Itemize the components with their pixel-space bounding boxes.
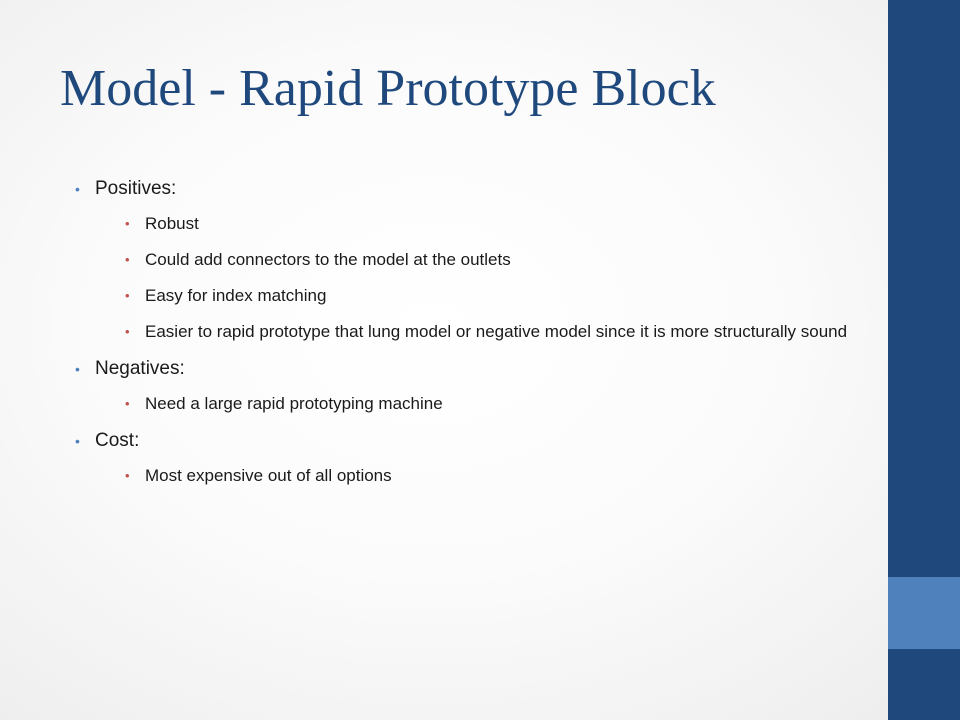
side-bar-dark-bottom-segment bbox=[888, 649, 960, 720]
bullet-heading-positives: Positives: bbox=[95, 178, 177, 199]
sub-bullet-index-matching: • Easy for index matching bbox=[125, 284, 865, 308]
side-bar-light-segment bbox=[888, 577, 960, 649]
sub-bullet-text: Most expensive out of all options bbox=[145, 466, 392, 485]
bullet-dot: • bbox=[75, 433, 80, 449]
side-bar-dark-segment bbox=[888, 0, 960, 577]
negatives-list: • Need a large rapid prototyping machine bbox=[95, 392, 865, 416]
bullet-negatives: • Negatives: • Need a large rapid protot… bbox=[75, 356, 865, 416]
sub-bullet-most-expensive: • Most expensive out of all options bbox=[125, 464, 865, 488]
positives-list: • Robust • Could add connectors to the m… bbox=[95, 212, 865, 344]
sub-bullet-robust: • Robust bbox=[125, 212, 865, 236]
bullet-dot: • bbox=[125, 216, 130, 231]
bullet-heading-negatives: Negatives: bbox=[95, 358, 185, 379]
sub-bullet-text: Easier to rapid prototype that lung mode… bbox=[145, 322, 848, 341]
sub-bullet-structurally-sound: • Easier to rapid prototype that lung mo… bbox=[125, 320, 865, 344]
bullet-dot: • bbox=[125, 396, 130, 411]
bullet-dot: • bbox=[125, 468, 130, 483]
bullet-positives: • Positives: • Robust • Could add connec… bbox=[75, 176, 865, 344]
bullet-heading-cost: Cost: bbox=[95, 430, 140, 451]
bullet-dot: • bbox=[125, 324, 130, 339]
bullet-dot: • bbox=[75, 361, 80, 377]
sub-bullet-text: Easy for index matching bbox=[145, 286, 327, 305]
bullet-dot: • bbox=[125, 252, 130, 267]
sub-bullet-connectors: • Could add connectors to the model at t… bbox=[125, 248, 865, 272]
bullet-content: • Positives: • Robust • Could add connec… bbox=[75, 176, 865, 500]
bullet-dot: • bbox=[125, 288, 130, 303]
sub-bullet-large-machine: • Need a large rapid prototyping machine bbox=[125, 392, 865, 416]
bullet-cost: • Cost: • Most expensive out of all opti… bbox=[75, 428, 865, 488]
sub-bullet-text: Could add connectors to the model at the… bbox=[145, 250, 511, 269]
cost-list: • Most expensive out of all options bbox=[95, 464, 865, 488]
bullet-dot: • bbox=[75, 181, 80, 197]
side-accent-bar bbox=[888, 0, 960, 720]
slide-title: Model - Rapid Prototype Block bbox=[60, 60, 716, 117]
sub-bullet-text: Robust bbox=[145, 214, 199, 233]
sub-bullet-text: Need a large rapid prototyping machine bbox=[145, 394, 443, 413]
